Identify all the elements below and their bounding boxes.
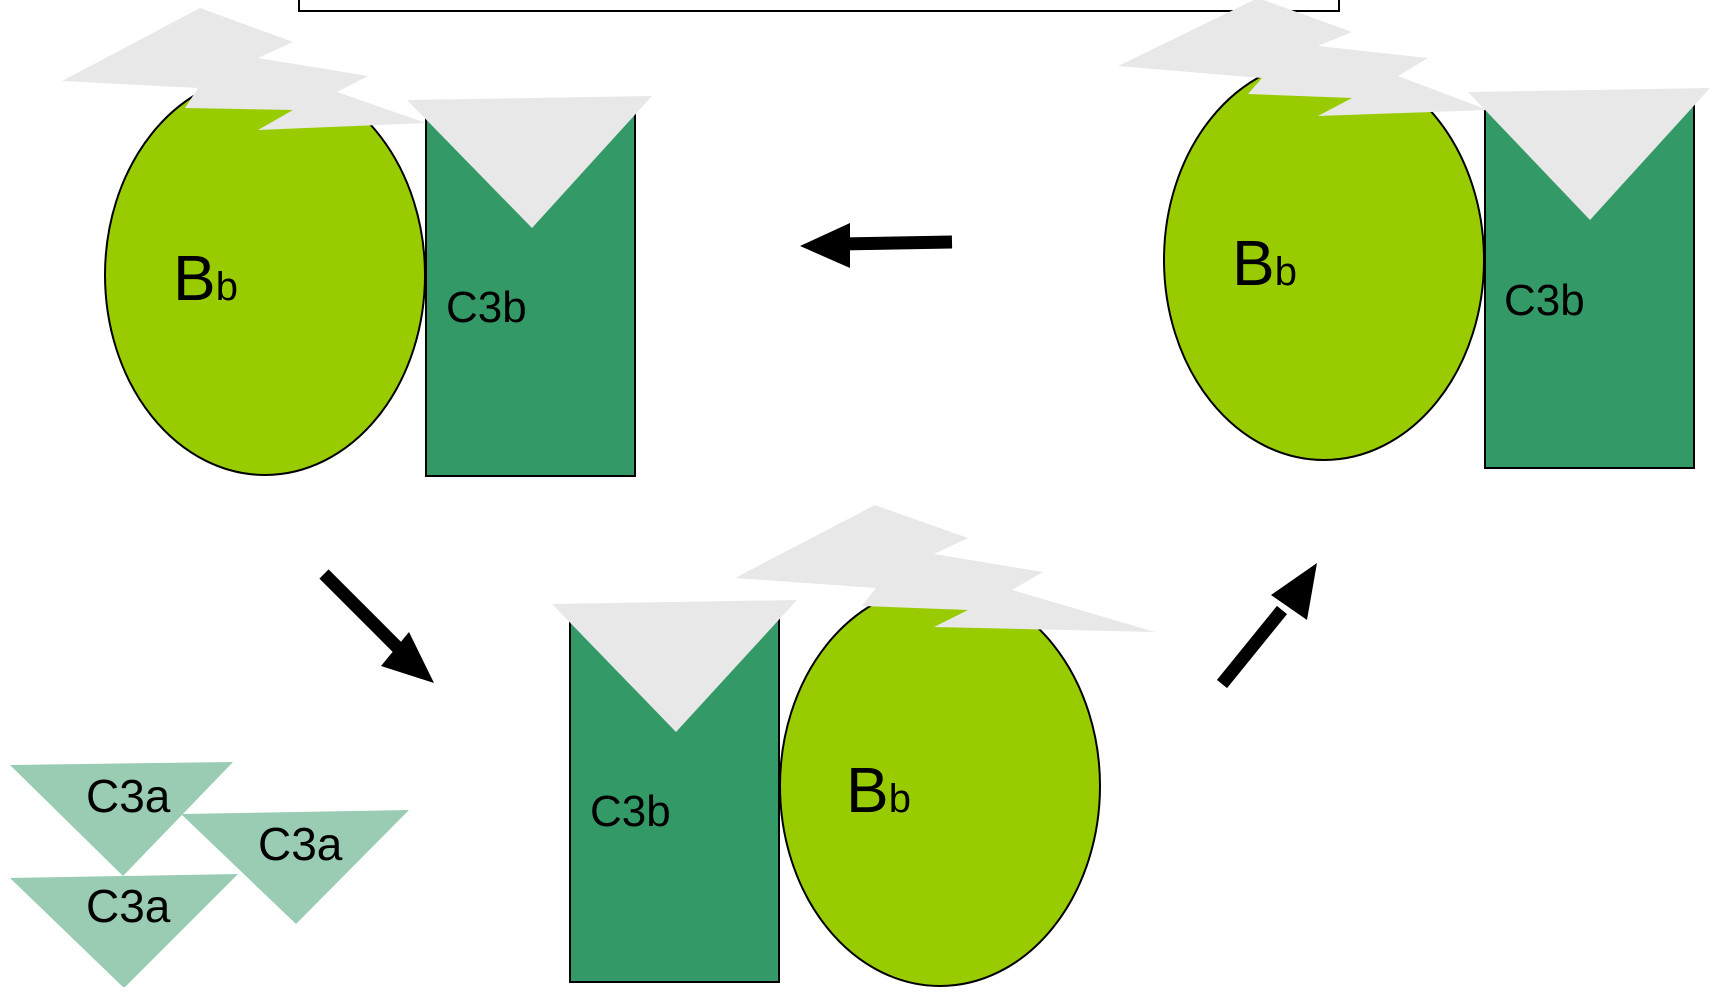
c3b-notch bbox=[407, 96, 652, 228]
complex-bottom-center: Bb C3b bbox=[552, 505, 1155, 987]
c3a-label: C3a bbox=[258, 818, 343, 870]
c3a-triangle bbox=[10, 762, 233, 876]
bb-ellipse bbox=[1163, 59, 1485, 461]
bb-label: Bb bbox=[846, 754, 911, 826]
lightning-bolt bbox=[62, 8, 426, 130]
c3a-label: C3a bbox=[86, 770, 171, 822]
bb-label: Bb bbox=[173, 242, 238, 314]
bb-ellipse bbox=[104, 74, 426, 476]
c3a-triangle bbox=[181, 810, 409, 924]
arrow-up-right bbox=[1216, 563, 1317, 689]
lightning-bolt bbox=[735, 505, 1155, 632]
c3b-label: C3b bbox=[1504, 276, 1585, 325]
c3b-label: C3b bbox=[590, 787, 671, 836]
c3b-label: C3b bbox=[446, 283, 527, 332]
arrow-left bbox=[800, 223, 953, 268]
complex-top-left: Bb C3b bbox=[62, 8, 652, 477]
c3a-fragments: C3a C3a C3a bbox=[10, 762, 409, 988]
top-banner-box bbox=[298, 0, 1340, 12]
complex-top-right: Bb C3b bbox=[1118, 0, 1710, 469]
c3b-notch bbox=[1468, 88, 1710, 220]
c3a-label: C3a bbox=[86, 880, 171, 932]
bb-ellipse bbox=[779, 585, 1101, 987]
arrow-down-right bbox=[319, 569, 434, 683]
c3a-triangle bbox=[10, 874, 238, 988]
bb-label: Bb bbox=[1232, 227, 1297, 299]
c3b-notch bbox=[552, 600, 797, 732]
lightning-bolt bbox=[1118, 0, 1488, 116]
